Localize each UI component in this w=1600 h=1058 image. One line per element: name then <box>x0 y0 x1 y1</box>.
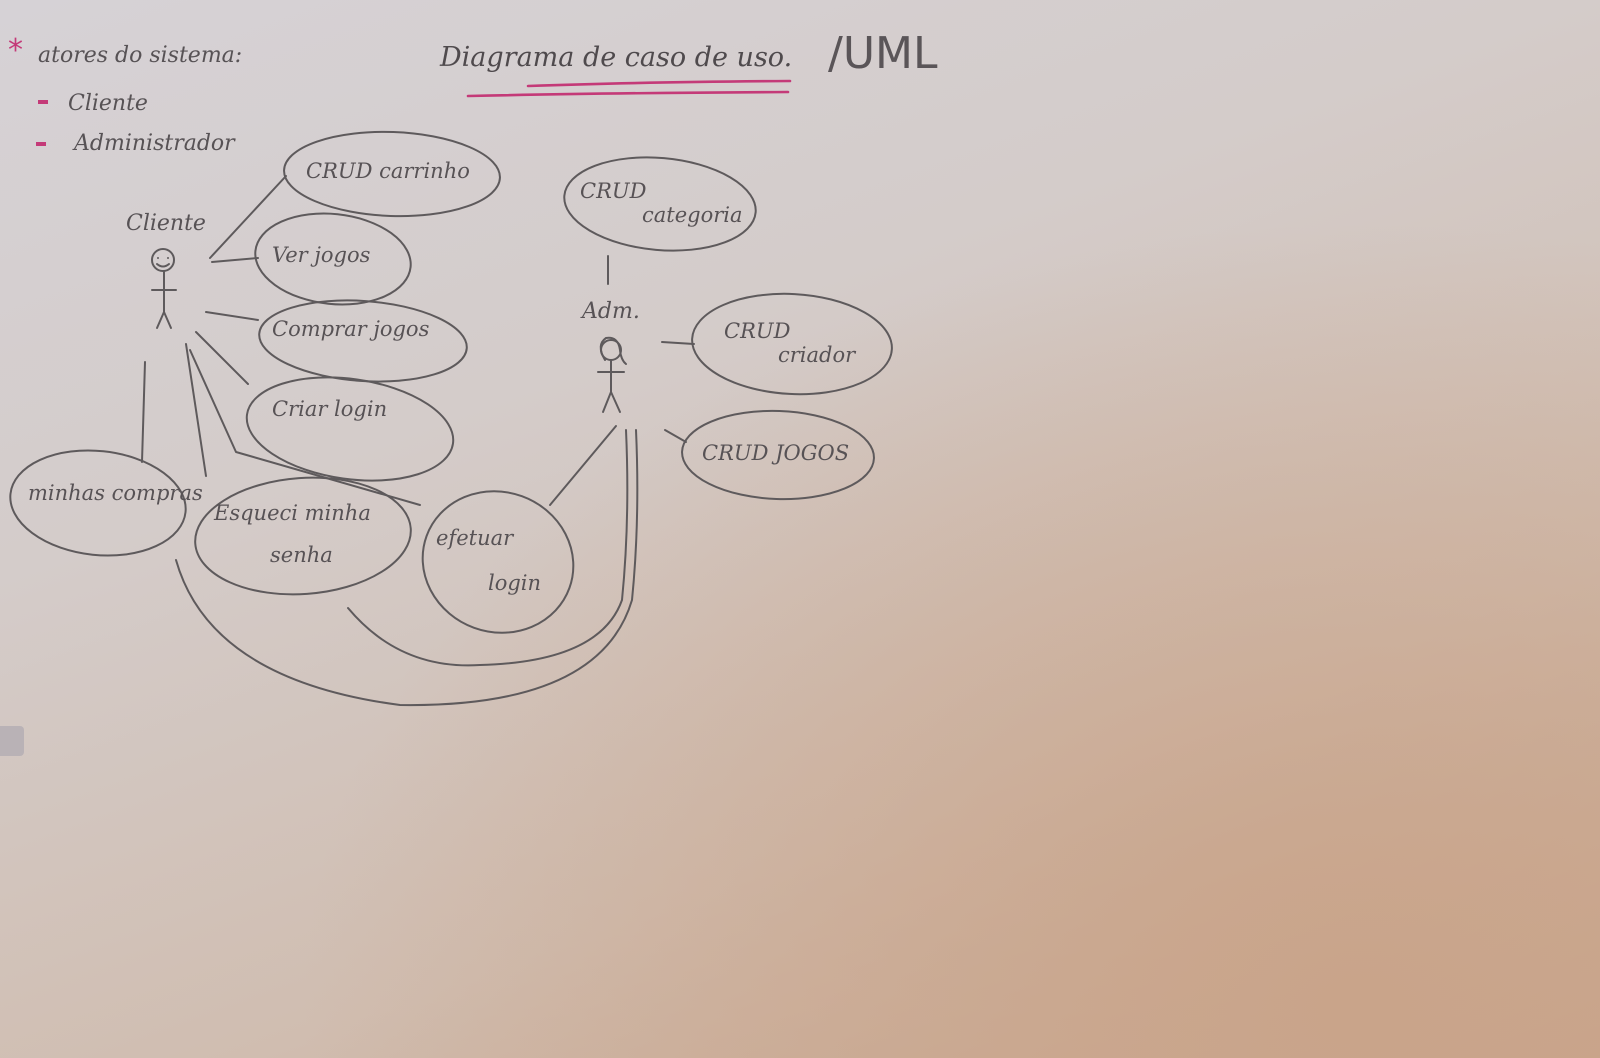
usecase-label: Comprar jogos <box>272 317 430 341</box>
usecase-esqueci-minha-senha <box>194 476 412 596</box>
actor-label-cliente: Cliente <box>126 211 206 236</box>
usecase-efetuar-login <box>421 490 575 634</box>
usecase-label: Ver jogos <box>272 243 371 267</box>
usecase-label: CRUD <box>580 179 647 203</box>
usecase-label: CRUD <box>724 319 791 343</box>
usecase-comprar-jogos <box>258 299 468 383</box>
usecase-label: Esqueci minha <box>213 501 371 525</box>
usecase-crud-criador <box>691 292 893 396</box>
asterisk-icon: * <box>8 33 23 68</box>
usecase-label: CRUD JOGOS <box>702 441 849 465</box>
usecase-label: categoria <box>642 203 743 227</box>
admin-actor-icon <box>597 336 627 413</box>
usecase-crud-jogos <box>681 409 875 501</box>
usecase-criar-login <box>245 376 455 482</box>
binder-tab <box>0 726 24 756</box>
usecase-label: senha <box>270 543 333 567</box>
usecase-label: CRUD carrinho <box>306 159 470 183</box>
usecase-ver-jogos <box>254 212 412 306</box>
usecase-label: Criar login <box>272 397 387 421</box>
usecase-label: criador <box>778 343 857 367</box>
title-underline-1 <box>466 90 790 98</box>
diagram-title: Diagrama de caso de uso. <box>439 42 792 73</box>
actor-label-adm: Adm. <box>580 299 640 324</box>
usecase-label: efetuar <box>436 526 515 550</box>
client-actor-icon <box>151 248 177 329</box>
association-lines <box>141 175 695 707</box>
notes-item-cliente: Cliente <box>68 91 148 116</box>
bullet-icon <box>36 142 46 146</box>
usecase-crud-carrinho <box>283 130 501 218</box>
notes-heading: atores do sistema: <box>38 43 242 68</box>
usecase-label: minhas compras <box>28 481 203 505</box>
usecase-crud-categoria <box>563 156 757 252</box>
diagram-title-suffix: /UML <box>828 28 938 79</box>
bullet-icon <box>38 100 48 104</box>
usecase-label: login <box>488 571 541 595</box>
usecase-minhas-compras <box>9 449 187 557</box>
notes-item-administrador: Administrador <box>72 131 236 156</box>
title-underline-2 <box>526 79 792 88</box>
